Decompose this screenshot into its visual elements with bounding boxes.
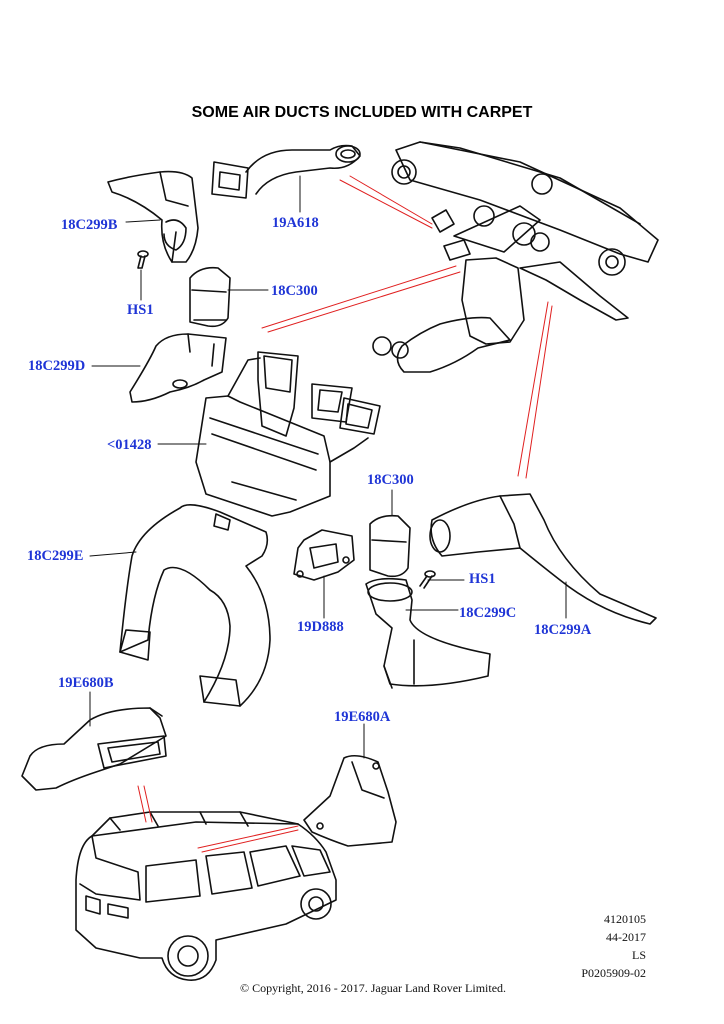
red-callout-lines (137, 175, 553, 853)
duct-19a618-drawing (211, 144, 361, 199)
part-label-18c299c[interactable]: 18C299C (459, 605, 517, 621)
part-label-18c299e[interactable]: 18C299E (27, 548, 84, 564)
part-label-hs1-mid[interactable]: HS1 (469, 571, 496, 587)
leader-lines (89, 175, 567, 759)
part-label-01428[interactable]: <01428 (107, 437, 152, 453)
part-label-hs1-top[interactable]: HS1 (127, 302, 154, 318)
reference-illustration-id: P0205909-02 (581, 966, 646, 980)
part-label-19e680b[interactable]: 19E680B (58, 675, 114, 691)
bracket-19d888-drawing (293, 529, 355, 581)
reference-date: 44-2017 (606, 930, 646, 944)
duct-18c299c-drawing (365, 577, 491, 689)
duct-18c299e-drawing (119, 504, 271, 707)
part-label-19d888[interactable]: 19D888 (297, 619, 344, 635)
reference-model: LS (631, 948, 646, 962)
duct-18c299b-drawing (107, 170, 199, 263)
dashboard-duct-assembly-drawing (372, 141, 659, 373)
reference-block: 4120105 44-2017 LS P0205909-02 (581, 910, 646, 982)
reference-number: 4120105 (604, 912, 646, 926)
duct-18c299d-drawing (129, 333, 227, 403)
part-label-18c299d[interactable]: 18C299D (28, 358, 86, 374)
part-label-18c300-top[interactable]: 18C300 (271, 283, 318, 299)
elbow-18c300-top-drawing (189, 266, 231, 328)
copyright-notice: © Copyright, 2016 - 2017. Jaguar Land Ro… (239, 981, 507, 995)
heater-assembly-01428-drawing (195, 351, 381, 517)
screw-hs1-top-drawing (137, 250, 149, 269)
part-label-18c300-mid[interactable]: 18C300 (367, 472, 414, 488)
screw-hs1-mid-drawing (419, 570, 436, 589)
duct-19e680a-drawing (303, 754, 397, 847)
part-label-19a618[interactable]: 19A618 (272, 215, 319, 231)
diagram-title: SOME AIR DUCTS INCLUDED WITH CARPET (191, 104, 533, 121)
part-label-18c299b[interactable]: 18C299B (61, 217, 118, 233)
part-label-18c299a[interactable]: 18C299A (534, 622, 592, 638)
duct-18c299a-drawing (429, 493, 657, 625)
part-label-19e680a[interactable]: 19E680A (334, 709, 391, 725)
vehicle-drawing (75, 811, 337, 981)
duct-19e680b-drawing (21, 707, 167, 791)
elbow-18c300-mid-drawing (369, 514, 411, 578)
